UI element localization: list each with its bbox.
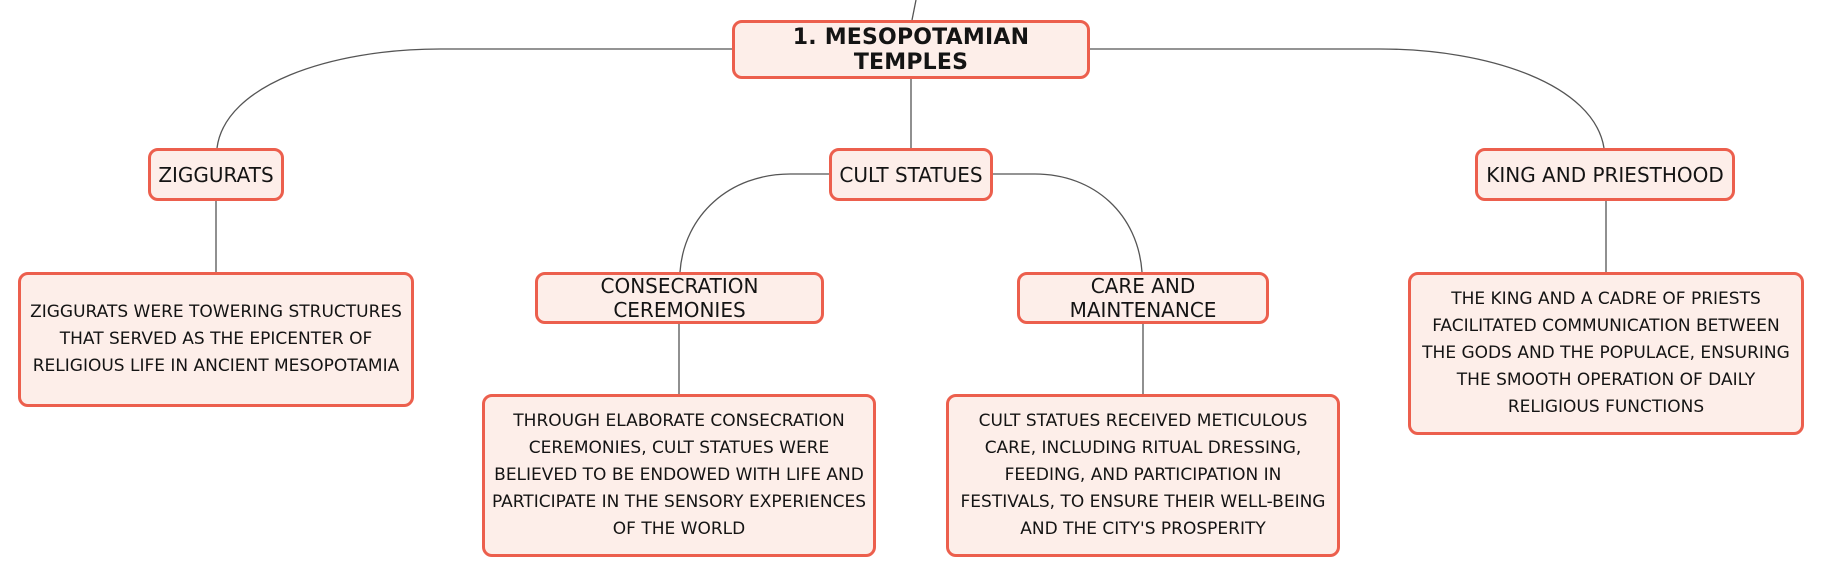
root-label: 1. MESOPOTAMIAN TEMPLES [792,24,1030,75]
parent-connector [911,0,917,21]
topic-ziggurats-label: ZIGGURATS [158,162,274,187]
connector-root-ziggurats [216,48,732,149]
king-and-priesthood-detail[interactable]: THE KING AND A CADRE OF PRIESTS FACILITA… [1408,272,1804,435]
subtopic-consecration-ceremonies[interactable]: CONSECRATION CEREMONIES [535,272,824,324]
ziggurats-detail[interactable]: ZIGGURATS WERE TOWERING STRUCTURES THAT … [18,272,414,407]
connector-cult-statues-care [993,173,1143,273]
topic-cult-statues[interactable]: CULT STATUES [829,148,993,201]
king-and-priesthood-detail-text: THE KING AND A CADRE OF PRIESTS FACILITA… [1422,289,1790,417]
care-detail-text: CULT STATUES RECEIVED METICULOUS CARE, I… [960,411,1326,539]
connector-root-king-priesthood [1090,48,1605,149]
care-detail[interactable]: CULT STATUES RECEIVED METICULOUS CARE, I… [946,394,1340,557]
topic-ziggurats[interactable]: ZIGGURATS [148,148,284,201]
root-node[interactable]: 1. MESOPOTAMIAN TEMPLES [732,20,1090,79]
subtopic-care-and-maintenance[interactable]: CARE AND MAINTENANCE [1017,272,1269,324]
topic-king-and-priesthood-label: KING AND PRIESTHOOD [1486,162,1724,187]
consecration-detail[interactable]: THROUGH ELABORATE CONSECRATION CEREMONIE… [482,394,876,557]
subtopic-care-and-maintenance-label: CARE AND MAINTENANCE [1069,274,1217,322]
connector-cult-statues-consecration [679,173,829,273]
ziggurats-detail-text: ZIGGURATS WERE TOWERING STRUCTURES THAT … [30,302,402,376]
topic-king-and-priesthood[interactable]: KING AND PRIESTHOOD [1475,148,1735,201]
topic-cult-statues-label: CULT STATUES [839,162,983,187]
consecration-detail-text: THROUGH ELABORATE CONSECRATION CEREMONIE… [491,411,867,539]
subtopic-consecration-ceremonies-label: CONSECRATION CEREMONIES [600,274,759,322]
